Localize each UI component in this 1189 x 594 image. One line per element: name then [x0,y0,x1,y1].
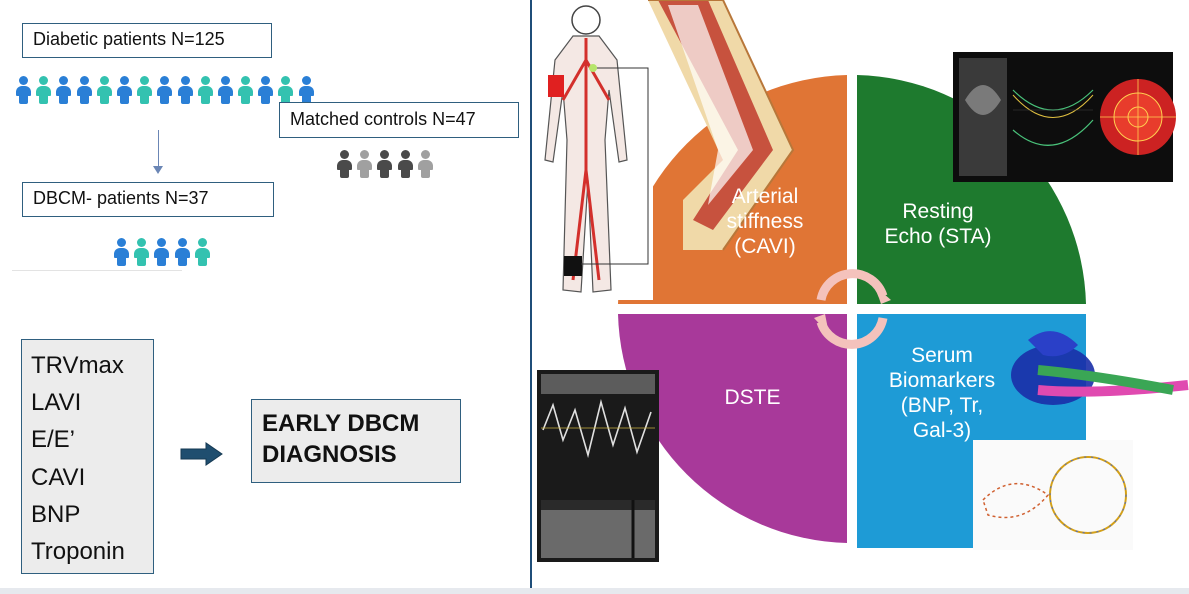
person-icon [278,76,294,104]
label-line: DSTE [724,386,781,409]
controls-people-icons [337,150,438,178]
person-icon [217,76,233,104]
protein-illustration [973,331,1189,550]
label-line: Serum [911,344,973,367]
outcome-line-1: EARLY DBCM [262,410,420,437]
label-line: (CAVI) [734,235,796,258]
diabetic-people-icons [16,76,319,104]
dbcm-patients-label: DBCM- patients N=37 [33,188,209,208]
person-icon [397,150,413,178]
person-icon [134,238,150,266]
parameter-item: Troponin [31,538,125,566]
doppler-image [537,370,659,562]
panel-divider [530,0,532,594]
arrow-right-icon [180,442,223,466]
person-icon [114,238,129,266]
person-icon [36,76,52,104]
person-icon [298,76,314,104]
matched-controls-label: Matched controls N=47 [290,109,476,129]
person-icon [177,76,193,104]
person-icon [154,238,170,266]
label-line: Echo (STA) [884,225,992,248]
parameters-box: TRVmax LAVI E/E’ CAVI BNP Troponin [21,339,154,574]
person-icon [357,150,373,178]
parameter-item: TRVmax [31,352,124,379]
dbcm-patients-box: DBCM- patients N=37 [22,182,274,217]
resting-echo-label: Resting Echo (STA) [868,199,1008,249]
parameter-item: E/E’ [31,426,76,454]
quadrant-diagram [537,0,1189,562]
dste-quadrant [618,314,847,543]
dste-label: DSTE [690,385,815,410]
artery-illustration [648,0,795,251]
person-icon [56,76,72,104]
label-line: stiffness [726,210,804,233]
label-line: Gal-3) [912,419,972,442]
person-icon [337,150,352,178]
arterial-stiffness-label: Arterial stiffness (CAVI) [700,184,830,259]
parameter-item: CAVI [31,463,86,491]
person-icon [417,150,433,178]
bottom-strip [0,588,1189,594]
diabetic-patients-box: Diabetic patients N=125 [22,23,272,58]
person-icon [377,150,393,178]
parameter-item: LAVI [31,389,82,417]
echo-quadrant [857,75,1086,304]
label-line: Resting [902,200,974,223]
diabetic-patients-label: Diabetic patients N=125 [33,29,225,49]
outcome-line-2: DIAGNOSIS [262,441,397,468]
person-icon [16,76,31,104]
serum-biomarkers-label: Serum Biomarkers (BNP, Tr, Gal-3) [880,343,1004,443]
parameter-item: BNP [31,500,81,528]
early-dbcm-diagnosis-box: EARLY DBCM DIAGNOSIS [251,399,461,483]
person-icon [76,76,92,104]
person-icon [174,238,190,266]
dbcm-people-icons [114,238,215,266]
echo-images [953,52,1176,182]
person-icon [116,76,132,104]
matched-controls-box: Matched controls N=47 [279,102,519,138]
person-icon [137,76,153,104]
person-icon [157,76,173,104]
separator-line [12,270,182,271]
cycle-arrows-icon [814,269,891,349]
person-icon [194,238,210,266]
label-line: (BNP, Tr, [900,394,984,417]
person-icon [96,76,112,104]
person-icon [258,76,274,104]
arrow-down-icon [153,130,163,174]
body-vasculature-illustration [543,0,653,300]
label-line: Arterial [731,185,799,208]
person-icon [238,76,254,104]
person-icon [197,76,213,104]
label-line: Biomarkers [888,369,996,392]
